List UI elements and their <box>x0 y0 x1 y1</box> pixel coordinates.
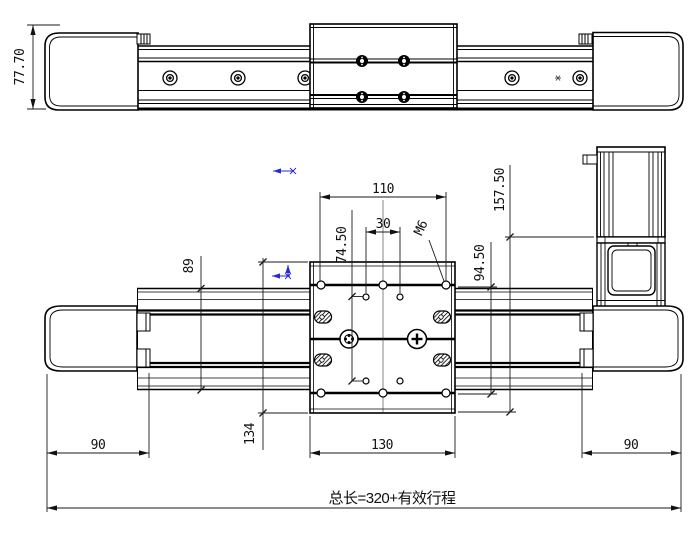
dim-left-end-block: 90 <box>46 373 150 512</box>
thread-callout: M6 <box>412 218 445 282</box>
coupling-housing <box>596 242 666 308</box>
thread-callout-label: M6 <box>412 218 432 238</box>
dim-right-end-block: 90 <box>581 373 682 512</box>
side-view-left-end-block <box>44 32 139 111</box>
side-view-right-end-block <box>592 31 684 111</box>
dim-carriage-length-label: 134 <box>243 422 258 445</box>
dim-rail-width: 89 <box>182 256 205 394</box>
dim-hole-span-label: 110 <box>372 182 394 197</box>
plan-view-right-end-block <box>592 305 684 372</box>
dim-hole-row-span: 74.50 <box>335 210 363 385</box>
carriage-socket-screws <box>356 55 410 103</box>
carriage-mounting-holes <box>316 280 451 398</box>
side-view-carriage <box>309 23 458 109</box>
dim-motor-face-to-plate-label: 157.50 <box>493 168 508 212</box>
plan-view-carriage-plate <box>309 200 456 414</box>
plan-view: 110 30 74.50 M6 <box>44 146 684 512</box>
right-nub <box>578 33 593 45</box>
dim-hole-rows: 94.50 <box>458 242 497 398</box>
carriage-center-screws <box>339 328 428 350</box>
rail-end-notches <box>136 312 594 368</box>
grip-arrow-icon[interactable] <box>273 167 297 175</box>
dim-hole-rows-label: 94.50 <box>473 245 488 282</box>
plan-dimensions: 110 30 74.50 M6 <box>46 165 682 512</box>
dim-total-length: 总长=320+有效行程 <box>47 490 681 511</box>
grip-arrow-icon[interactable] <box>272 265 292 280</box>
carriage-slot-inserts <box>313 310 452 367</box>
dim-carriage-length: 134 <box>243 258 308 450</box>
asterisk-point-marker-icon <box>555 75 561 81</box>
dim-right-end-block-label: 90 <box>624 438 639 453</box>
motor-flange <box>596 236 666 244</box>
dim-carriage-width: 130 <box>309 416 456 458</box>
motor-body <box>582 146 666 238</box>
dim-motor-face-to-plate: 157.50 <box>458 165 594 416</box>
dim-hole-row-span-label: 74.50 <box>335 227 350 264</box>
dim-hole-pitch-label: 30 <box>376 217 391 232</box>
rail-side-screws <box>162 70 588 86</box>
dim-hole-pitch: 30 <box>365 217 401 293</box>
dim-hole-span: 110 <box>319 182 447 281</box>
dim-left-end-block-label: 90 <box>91 438 106 453</box>
side-view: 77.70 <box>13 23 684 111</box>
dim-overall-height: 77.70 <box>13 24 60 110</box>
motor-assembly <box>582 146 666 308</box>
dim-rail-width-label: 89 <box>182 259 197 274</box>
total-length-note: 总长=320+有效行程 <box>328 490 456 507</box>
dim-carriage-width-label: 130 <box>371 438 393 453</box>
left-nub <box>136 33 151 45</box>
plan-view-left-end-block <box>44 305 138 372</box>
dim-overall-height-label: 77.70 <box>13 49 28 86</box>
